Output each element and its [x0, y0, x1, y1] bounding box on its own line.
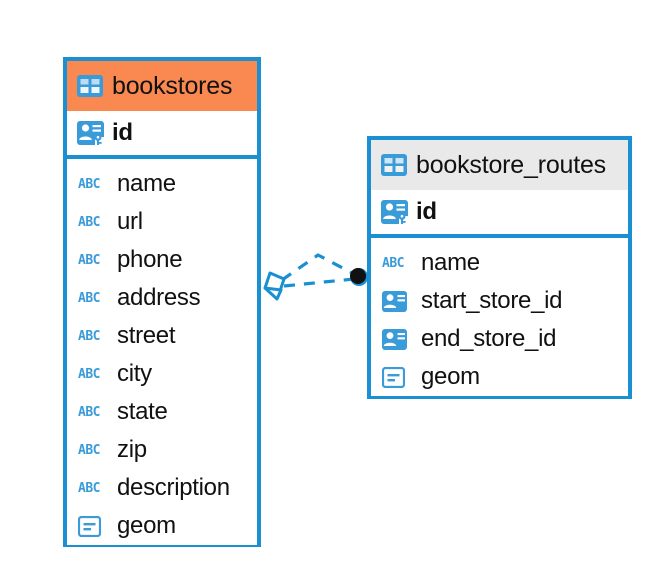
field-label: phone [117, 246, 183, 273]
text-type-icon: ABC [78, 328, 100, 344]
field-row-geom[interactable]: geom [67, 507, 257, 545]
entity-title: bookstore_routes [416, 150, 606, 179]
field-label: start_store_id [421, 287, 563, 314]
text-type-icon: ABC [382, 255, 404, 271]
foreign-key-icon [382, 290, 412, 312]
field-row-state[interactable]: ABC state [67, 393, 257, 431]
field-label: end_store_id [421, 325, 557, 352]
table-icon [77, 75, 103, 97]
diamond-marker[interactable] [263, 271, 286, 301]
field-row-end-store-id[interactable]: end_store_id [371, 320, 628, 358]
field-row-address[interactable]: ABC address [67, 279, 257, 317]
field-row-city[interactable]: ABC city [67, 355, 257, 393]
field-label: id [416, 198, 437, 225]
text-type-icon: ABC [78, 404, 100, 420]
text-type-icon: ABC [78, 214, 100, 230]
field-label: street [117, 322, 176, 349]
entity-header-bookstore-routes[interactable]: bookstore_routes [371, 140, 628, 190]
primary-key-icon [381, 200, 408, 224]
filled-circle-marker[interactable] [350, 268, 368, 286]
field-label: geom [117, 512, 176, 539]
field-label: geom [421, 363, 480, 390]
field-list-bookstores: ABC name ABC url ABC phone ABC address A… [67, 159, 257, 551]
text-type-icon: ABC [78, 480, 100, 496]
field-row-primary-key[interactable]: id [67, 111, 257, 159]
field-label: name [421, 249, 480, 276]
field-label: state [117, 398, 168, 425]
text-type-icon: ABC [78, 252, 100, 268]
field-row-url[interactable]: ABC url [67, 203, 257, 241]
table-icon [381, 154, 407, 176]
entity-bookstores[interactable]: bookstores id [63, 57, 261, 547]
field-row-description[interactable]: ABC description [67, 469, 257, 507]
primary-key-icon [77, 121, 104, 145]
field-row-street[interactable]: ABC street [67, 317, 257, 355]
field-label: name [117, 170, 176, 197]
text-type-icon: ABC [78, 290, 100, 306]
field-row-name[interactable]: ABC name [371, 244, 628, 282]
field-row-primary-key[interactable]: id [371, 190, 628, 238]
entity-header-bookstores[interactable]: bookstores [67, 61, 257, 111]
geometry-type-icon [382, 366, 412, 388]
field-label: address [117, 284, 201, 311]
relationship-line-direct [283, 277, 355, 288]
geometry-type-icon [78, 515, 108, 537]
field-row-name[interactable]: ABC name [67, 165, 257, 203]
entity-title: bookstores [112, 71, 233, 100]
text-type-icon: ABC [78, 366, 100, 382]
foreign-key-icon [382, 328, 412, 350]
text-type-icon: ABC [78, 176, 100, 192]
field-row-start-store-id[interactable]: start_store_id [371, 282, 628, 320]
field-label: description [117, 474, 230, 501]
field-row-phone[interactable]: ABC phone [67, 241, 257, 279]
entity-bookstore-routes[interactable]: bookstore_routes id [367, 136, 632, 399]
field-label: id [112, 119, 133, 146]
field-list-bookstore-routes: ABC name start_store_id [371, 238, 628, 402]
field-label: zip [117, 436, 147, 463]
field-row-geom[interactable]: geom [371, 358, 628, 396]
field-row-zip[interactable]: ABC zip [67, 431, 257, 469]
field-label: url [117, 208, 143, 235]
text-type-icon: ABC [78, 442, 100, 458]
field-label: city [117, 360, 152, 387]
relationship-line-arc [281, 253, 355, 282]
